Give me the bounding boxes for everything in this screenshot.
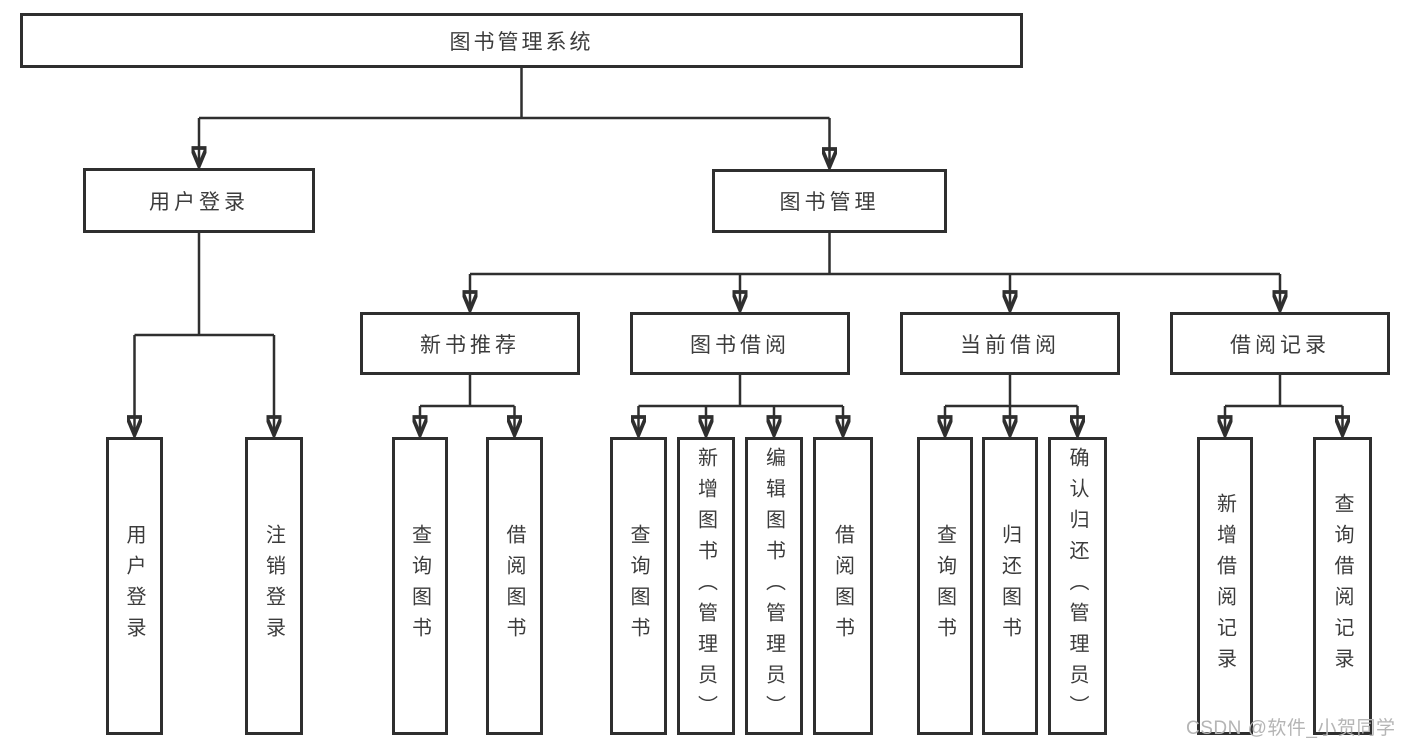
- leaf-borrow-add-admin: 新增图书（管理员）: [677, 437, 735, 735]
- connector-records: [1225, 375, 1343, 435]
- connector-current: [945, 375, 1078, 435]
- leaf-new-books-borrow: 借阅图书: [486, 437, 543, 735]
- leaf-logout: 注销登录: [245, 437, 303, 735]
- connector-borrow: [639, 375, 844, 435]
- csdn-watermark: CSDN @软件_小贺同学: [1186, 718, 1396, 739]
- node-current-borrow: 当前借阅: [900, 312, 1120, 375]
- leaf-records-add: 新增借阅记录: [1197, 437, 1253, 735]
- leaf-records-query: 查询借阅记录: [1313, 437, 1372, 735]
- connector-user-login: [135, 233, 275, 435]
- node-root-library-system: 图书管理系统: [20, 13, 1023, 68]
- leaf-new-books-query: 查询图书: [392, 437, 448, 735]
- leaf-user-login: 用户登录: [106, 437, 163, 735]
- leaf-current-query: 查询图书: [917, 437, 973, 735]
- connector-new-books: [420, 375, 515, 435]
- node-borrow-records: 借阅记录: [1170, 312, 1390, 375]
- node-new-book-recommend: 新书推荐: [360, 312, 580, 375]
- connector-root: [199, 68, 830, 167]
- leaf-borrow-edit-admin: 编辑图书（管理员）: [745, 437, 803, 735]
- leaf-borrow-query: 查询图书: [610, 437, 667, 735]
- leaf-current-confirm-return-admin: 确认归还（管理员）: [1048, 437, 1107, 735]
- connector-book-mgmt: [470, 233, 1280, 310]
- node-book-borrow: 图书借阅: [630, 312, 850, 375]
- leaf-current-return: 归还图书: [982, 437, 1038, 735]
- leaf-borrow-book: 借阅图书: [813, 437, 873, 735]
- node-user-login: 用户登录: [83, 168, 315, 233]
- node-book-management: 图书管理: [712, 169, 947, 233]
